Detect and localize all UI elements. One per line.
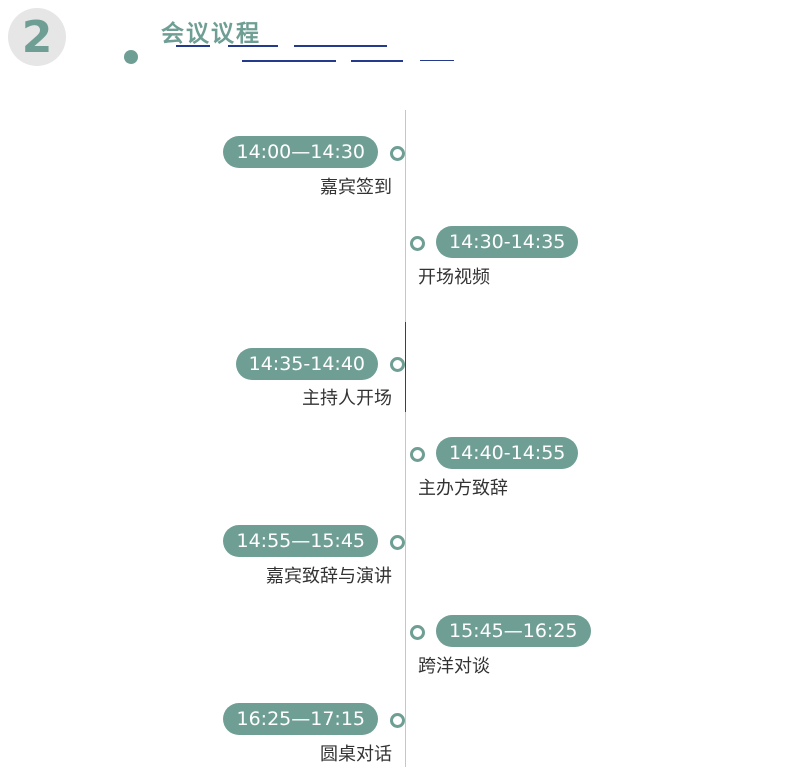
deco-line xyxy=(351,60,403,62)
agenda-label: 主办方致辞 xyxy=(418,478,508,499)
agenda-label: 主持人开场 xyxy=(302,388,392,409)
agenda-time-pill: 14:55—15:45 xyxy=(223,525,378,557)
agenda-time-pill: 16:25—17:15 xyxy=(223,703,378,735)
agenda-label: 嘉宾致辞与演讲 xyxy=(266,566,392,587)
title-dot xyxy=(124,50,138,64)
timeline-node xyxy=(410,447,425,462)
deco-line xyxy=(228,45,278,47)
agenda-label: 嘉宾签到 xyxy=(320,177,392,198)
agenda-time-pill: 14:00—14:30 xyxy=(223,136,378,168)
timeline-axis-highlight xyxy=(405,322,406,412)
agenda-time-pill: 14:35-14:40 xyxy=(235,348,378,380)
section-number: 2 xyxy=(21,11,53,63)
agenda-time-pill: 14:30-14:35 xyxy=(436,226,579,258)
timeline-node xyxy=(390,535,405,550)
timeline-axis xyxy=(405,110,406,767)
timeline-node xyxy=(390,713,405,728)
section-number-badge: 2 xyxy=(8,8,66,66)
deco-line xyxy=(242,60,336,62)
deco-line xyxy=(294,45,387,47)
agenda-time-pill: 15:45—16:25 xyxy=(436,615,591,647)
page-title: 会议议程 xyxy=(161,21,261,47)
timeline-node xyxy=(390,146,405,161)
timeline-node xyxy=(410,625,425,640)
agenda-label: 开场视频 xyxy=(418,267,490,288)
timeline-node xyxy=(390,357,405,372)
timeline-node xyxy=(410,236,425,251)
agenda-label: 圆桌对话 xyxy=(320,744,392,765)
agenda-time-pill: 14:40-14:55 xyxy=(436,437,579,469)
agenda-label: 跨洋对谈 xyxy=(418,656,490,677)
deco-line xyxy=(420,60,454,61)
deco-line xyxy=(176,45,210,47)
